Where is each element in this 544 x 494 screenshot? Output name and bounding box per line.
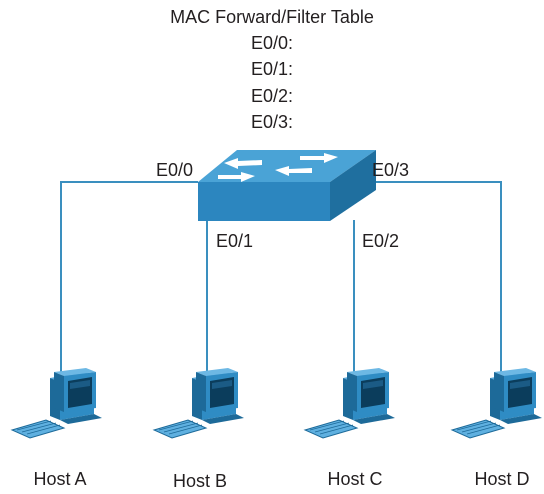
port-label-e0-0: E0/0 <box>156 160 194 180</box>
mac-table-row-e0-3: E0/3: <box>250 112 294 132</box>
mac-table-title: MAC Forward/Filter Table <box>170 7 374 27</box>
switch-icon <box>198 150 376 221</box>
port-label-e0-2: E0/2 <box>362 231 400 251</box>
host-label-d: Host D <box>474 469 530 489</box>
mac-table-row-e0-2: E0/2: <box>250 86 294 106</box>
host-label-c: Host C <box>327 469 383 489</box>
computer-icon <box>11 367 103 439</box>
host-label-b: Host B <box>172 471 228 491</box>
link-e0-3 <box>362 181 502 372</box>
computer-icon <box>153 367 245 439</box>
port-label-e0-3: E0/3 <box>372 160 410 180</box>
links <box>60 181 502 372</box>
computer-icon <box>304 367 396 439</box>
mac-table-row-e0-1: E0/1: <box>250 59 294 79</box>
link-e0-0 <box>60 181 198 372</box>
computer-icon <box>451 367 543 439</box>
port-label-e0-1: E0/1 <box>216 231 254 251</box>
host-label-a: Host A <box>33 469 87 489</box>
mac-table-row-e0-0: E0/0: <box>250 33 294 53</box>
